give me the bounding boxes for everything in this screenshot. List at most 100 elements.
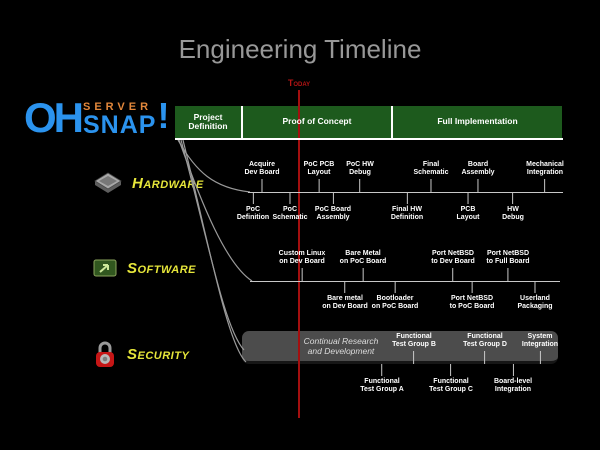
milestone-tick bbox=[359, 179, 361, 192]
continual-research-line2: and Development bbox=[307, 346, 375, 356]
milestone-tick bbox=[450, 364, 452, 376]
page-title: Engineering Timeline bbox=[178, 34, 422, 64]
today-label: Today bbox=[287, 78, 311, 88]
timeline-hardware bbox=[248, 192, 563, 193]
continual-research-box: Continual Research and Development bbox=[242, 331, 558, 364]
milestone-tick bbox=[261, 179, 263, 192]
milestone-tick bbox=[467, 192, 469, 204]
phase-underline bbox=[175, 138, 563, 140]
phase-label: Project Definition bbox=[188, 111, 228, 131]
milestone-tick bbox=[381, 364, 383, 376]
phase-project-definition: Project Definition bbox=[175, 106, 243, 138]
milestone-tick bbox=[406, 192, 408, 204]
milestone-tick bbox=[252, 192, 254, 204]
milestone-tick bbox=[452, 268, 454, 281]
logo-oh-text: OH bbox=[24, 94, 84, 141]
milestone-tick bbox=[332, 192, 334, 204]
phase-label: Proof of Concept bbox=[282, 116, 352, 127]
phase-label: Full Implementation bbox=[437, 116, 518, 127]
timeline-software bbox=[250, 281, 560, 282]
continual-research-line1: Continual Research bbox=[303, 336, 379, 346]
milestone-tick bbox=[289, 192, 291, 204]
milestone-tick bbox=[512, 364, 514, 376]
milestone-tick bbox=[539, 351, 541, 364]
chip-icon bbox=[94, 172, 122, 193]
curve-to-security-bottom bbox=[182, 139, 247, 363]
milestone-tick bbox=[430, 179, 432, 192]
phase-full-implementation: Full Implementation bbox=[393, 106, 562, 138]
milestone-tick bbox=[301, 268, 303, 281]
continual-research-text: Continual Research and Development bbox=[260, 336, 422, 356]
row-label-software: Software bbox=[127, 259, 196, 277]
row-header-security: Security bbox=[92, 340, 189, 369]
logo-server-text: SERVER bbox=[83, 101, 153, 113]
row-label-security: Security bbox=[127, 346, 190, 363]
milestone-tick bbox=[544, 179, 546, 192]
milestone-tick bbox=[477, 179, 479, 192]
milestone-tick bbox=[362, 268, 364, 281]
milestone-tick bbox=[534, 281, 536, 293]
package-icon bbox=[93, 259, 117, 277]
milestone-tick bbox=[318, 179, 320, 192]
lock-icon bbox=[96, 341, 114, 367]
ohsnap-server-logo: OH SERVER SNAP ! bbox=[24, 97, 169, 139]
row-header-hardware: Hardware bbox=[93, 172, 204, 194]
row-header-software: Software bbox=[93, 258, 196, 278]
milestone-tick bbox=[344, 281, 346, 293]
milestone-tick bbox=[484, 351, 486, 364]
logo-exclamation: ! bbox=[157, 95, 170, 136]
logo-middle-stack: SERVER SNAP bbox=[83, 101, 156, 138]
phase-proof-of-concept: Proof of Concept bbox=[243, 106, 393, 138]
